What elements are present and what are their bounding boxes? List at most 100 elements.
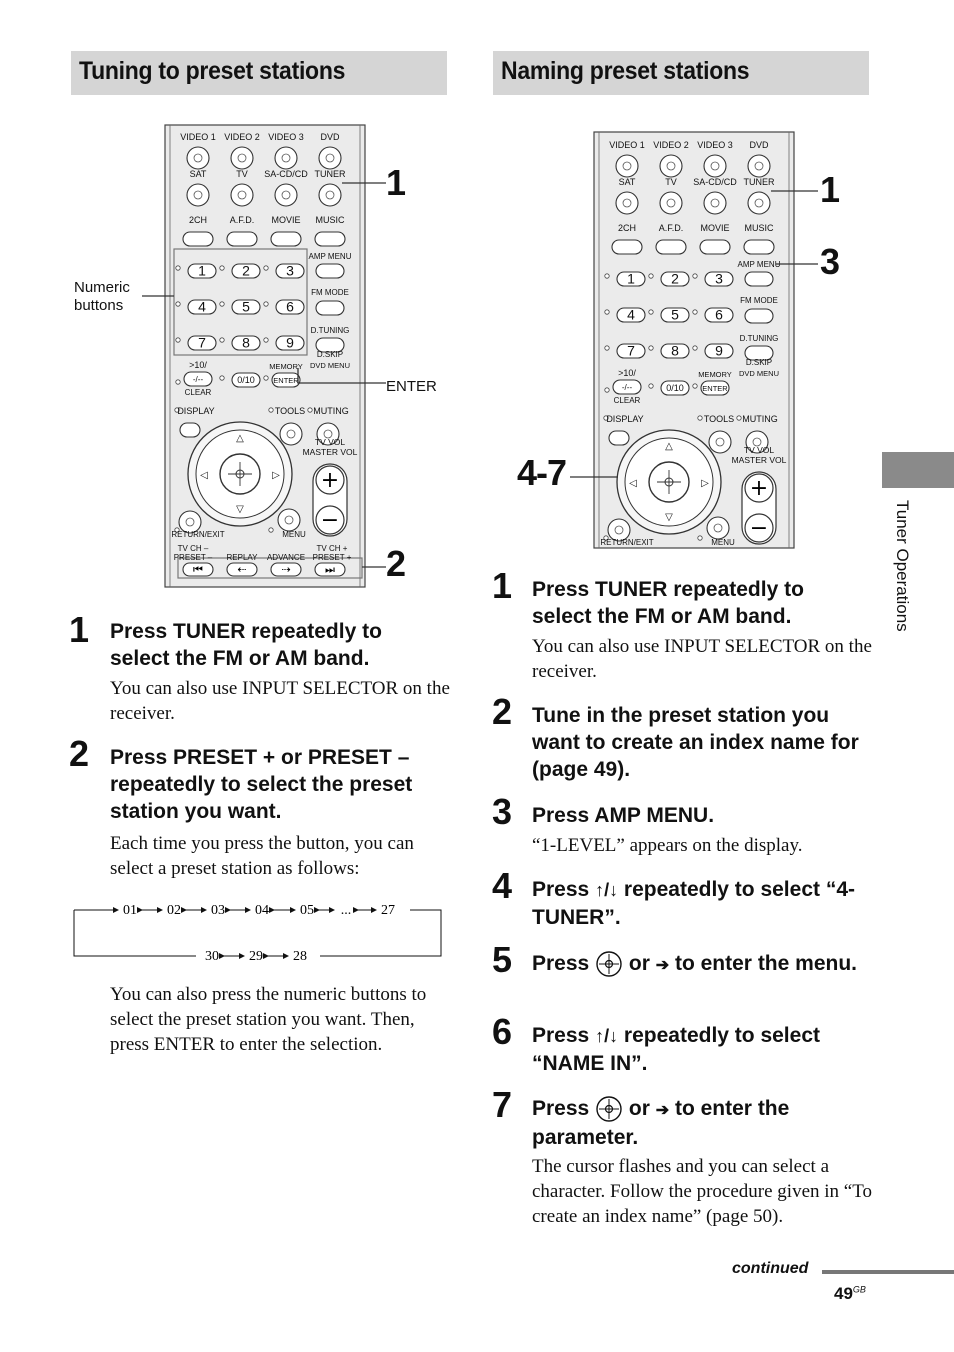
- r-label-tools: TOOLS: [704, 414, 734, 424]
- r-btn-digit-9[interactable]: [704, 343, 734, 359]
- l-btn-music[interactable]: [314, 231, 346, 247]
- r-btn-digit-8[interactable]: [660, 343, 690, 359]
- enter-center-button-icon: [596, 1096, 622, 1122]
- l-btn-display[interactable]: [179, 422, 201, 438]
- r-btn-a-f-d-[interactable]: [655, 239, 687, 255]
- r-label-video-2: VIDEO 2: [653, 140, 689, 150]
- l-label-movie: MOVIE: [271, 215, 300, 225]
- r-btn-digit-5[interactable]: [660, 307, 690, 323]
- l-btn-ten[interactable]: [183, 371, 213, 387]
- right-step-3-title: Press AMP MENU.: [532, 804, 715, 827]
- sequence-item: 05: [300, 903, 314, 918]
- numeric-group-box: [173, 248, 308, 356]
- r-label-d-tuning: D.TUNING: [740, 334, 779, 343]
- l-btn-digit-8-label: 8: [242, 335, 250, 351]
- l-btn-movie[interactable]: [270, 231, 302, 247]
- up-down-arrows-icon: ↑/↓: [595, 880, 619, 900]
- r-btn-music[interactable]: [743, 239, 775, 255]
- r-btn-display[interactable]: [608, 430, 630, 446]
- r-label-return-exit: RETURN/EXIT: [600, 538, 653, 547]
- r-btn-digit-1-label: 1: [627, 271, 635, 287]
- l-label-dvd: DVD: [320, 132, 340, 142]
- l-btn-digit-6-label: 6: [286, 299, 294, 315]
- l-btn-prev[interactable]: [182, 562, 214, 577]
- continued-bar: [822, 1270, 954, 1274]
- callout-1-right: 1: [820, 169, 841, 210]
- right-step-6-title: Press ↑/↓ repeatedly to select “NAME IN”…: [532, 1024, 820, 1075]
- r-btn-movie[interactable]: [699, 239, 731, 255]
- left-step-2-number: 2: [69, 733, 90, 774]
- l-btn-zero[interactable]: [231, 372, 261, 388]
- r-btn-ten[interactable]: [612, 379, 642, 395]
- r-label-dash: -/--: [622, 383, 633, 392]
- r-label-enter: ENTER: [702, 384, 728, 393]
- l-label-clear: CLEAR: [185, 388, 212, 397]
- l-btn-2ch[interactable]: [182, 231, 214, 247]
- l-label-video-1: VIDEO 1: [180, 132, 216, 142]
- l-btn-d-tuning[interactable]: [315, 337, 345, 353]
- l-label-video-3: VIDEO 3: [268, 132, 304, 142]
- l-label-fm-mode: FM MODE: [311, 288, 349, 297]
- callout-4-7-right: 4-7: [517, 452, 567, 493]
- l-btn-fm-mode[interactable]: [315, 300, 345, 316]
- preset-row-box: [177, 557, 363, 579]
- l-btn-next[interactable]: [314, 562, 346, 577]
- r-btn-2ch[interactable]: [611, 239, 643, 255]
- r-label-video-1: VIDEO 1: [609, 140, 645, 150]
- l-btn-digit-2[interactable]: [231, 263, 261, 279]
- l-label-a-f-d-: A.F.D.: [230, 215, 255, 225]
- l-label-replay: REPLAY: [227, 553, 259, 562]
- left-step-2-title: Press PRESET + or PRESET – repeatedly to…: [110, 746, 413, 823]
- l-btn-digit-1[interactable]: [187, 263, 217, 279]
- r-btn-digit-6[interactable]: [704, 307, 734, 323]
- r-btn-digit-3[interactable]: [704, 271, 734, 287]
- r-btn-digit-3-label: 3: [715, 271, 723, 287]
- l-btn-digit-5[interactable]: [231, 299, 261, 315]
- r-arrow-icon: △: [665, 441, 673, 452]
- l-label-tv: TV: [236, 169, 248, 179]
- l-btn-digit-3-label: 3: [286, 263, 294, 279]
- l-label-d-skip: D.SKIP: [317, 350, 343, 359]
- r-label-zero: 0/10: [666, 383, 684, 393]
- enter-callout: ENTER: [386, 378, 437, 395]
- l-btn-a-f-d-[interactable]: [226, 231, 258, 247]
- r-label-dvd-menu: DVD MENU: [739, 369, 779, 378]
- l-btn-digit-8[interactable]: [231, 335, 261, 351]
- l-btn-digit-1-label: 1: [198, 263, 206, 279]
- l-btn-amp-menu[interactable]: [315, 263, 345, 279]
- l-arrow-icon: ◁: [200, 470, 208, 481]
- r-btn-d-tuning[interactable]: [744, 345, 774, 361]
- right-section-header: Naming preset stations: [493, 51, 869, 95]
- left-step-1-title: Press TUNER repeatedly to select the FM …: [110, 620, 382, 670]
- l-btn-digit-4[interactable]: [187, 299, 217, 315]
- r-btn-enter[interactable]: [700, 380, 730, 396]
- callout-1-left: 1: [386, 162, 407, 203]
- r-label-tv: TV: [665, 177, 677, 187]
- l-btn-digit-3[interactable]: [275, 263, 305, 279]
- r-btn-amp-menu[interactable]: [744, 271, 774, 287]
- l-btn-digit-6[interactable]: [275, 299, 305, 315]
- right-step-1-body: You can also use INPUT SELECTOR on the r…: [532, 636, 872, 682]
- l-label-preset-minus: PRESET –: [174, 553, 213, 562]
- r-btn-zero[interactable]: [660, 380, 690, 396]
- sequence-item: 01: [123, 903, 137, 918]
- sequence-item: 03: [211, 903, 225, 918]
- right-step-3-number: 3: [492, 791, 513, 832]
- l-label-zero: 0/10: [237, 375, 255, 385]
- l-plus-icon: +: [321, 468, 339, 493]
- r-btn-digit-1[interactable]: [616, 271, 646, 287]
- l-btn-digit-9[interactable]: [275, 335, 305, 351]
- r-label-video-3: VIDEO 3: [697, 140, 733, 150]
- left-after-text: You can also press the numeric buttons t…: [110, 984, 427, 1055]
- r-btn-digit-2[interactable]: [660, 271, 690, 287]
- r-btn-fm-mode[interactable]: [744, 308, 774, 324]
- l-btn-replay[interactable]: [226, 562, 258, 577]
- r-btn-digit-4[interactable]: [616, 307, 646, 323]
- left-step-2-body: Each time you press the button, you can …: [110, 833, 414, 879]
- l-btn-enter[interactable]: [271, 372, 301, 388]
- r-btn-digit-7[interactable]: [616, 343, 646, 359]
- l-btn-advance[interactable]: [270, 562, 302, 577]
- r-label-2ch: 2CH: [618, 223, 636, 233]
- l-btn-digit-7[interactable]: [187, 335, 217, 351]
